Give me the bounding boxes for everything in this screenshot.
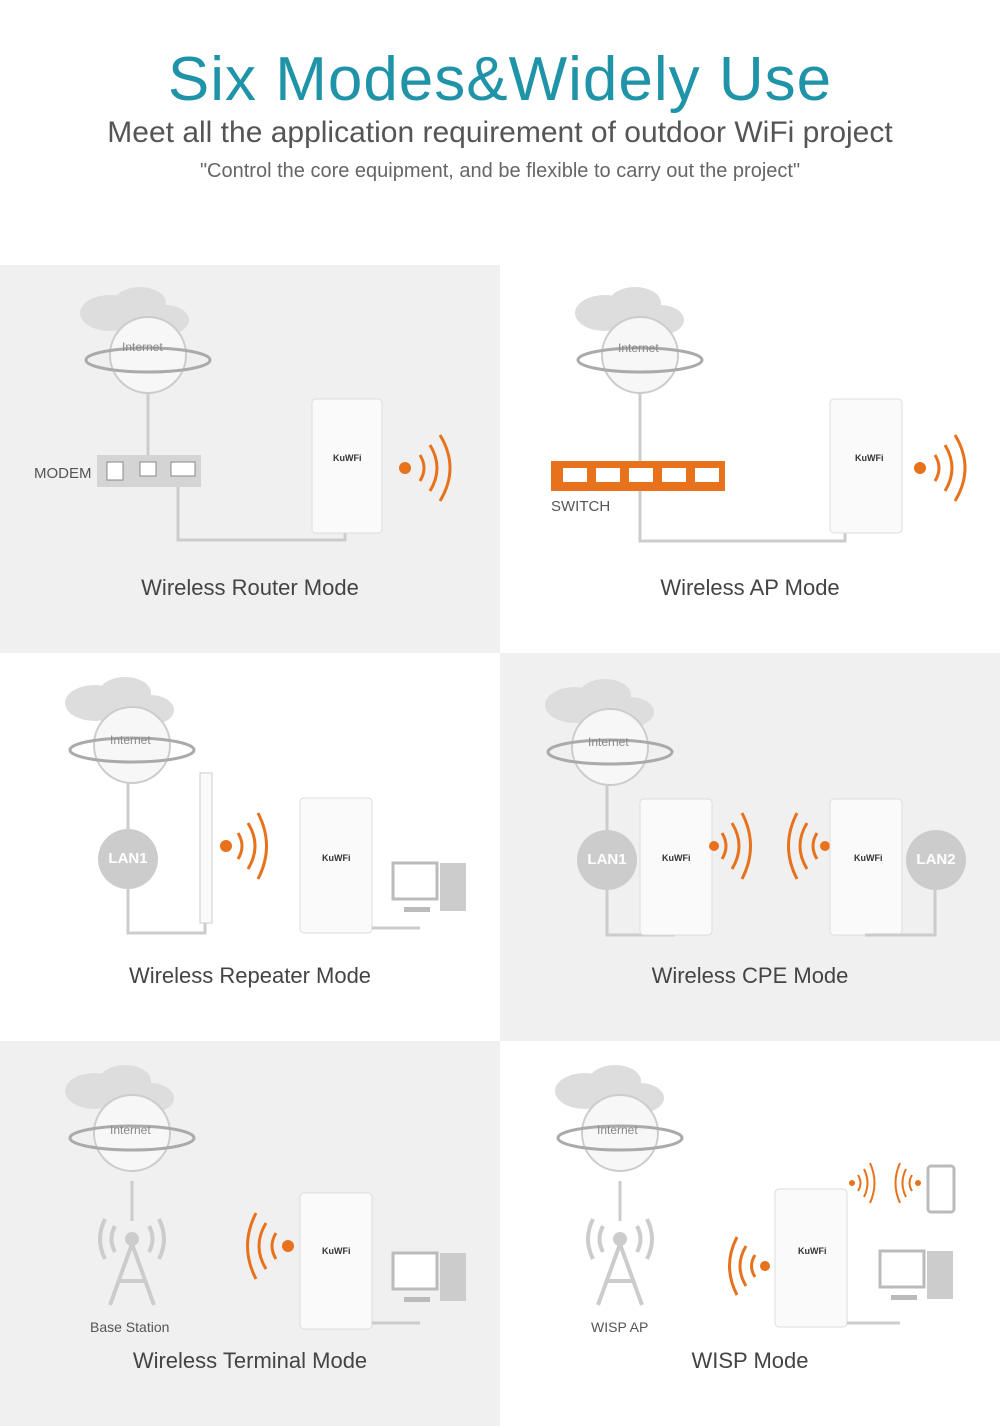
internet-label: Internet [110,733,151,747]
cpe-device-icon [299,797,373,934]
cpe-device-icon [311,398,383,534]
repeater-mode-caption: Wireless Repeater Mode [128,963,372,988]
internet-label: Internet [618,341,659,355]
wisp-ap-icon [586,1218,654,1306]
cpe-diagram [545,679,966,937]
computer-icon [878,1249,953,1300]
brand-label: KuWFi [855,453,884,463]
page-subtitle: Meet all the application requirement of … [107,116,893,149]
cpe-mode-caption: Wireless CPE Mode [651,963,849,988]
cpe-device-icon [829,398,903,534]
lan1-label: LAN1 [108,850,148,867]
page-title: Six Modes&Widely Use [167,45,833,114]
panel-wisp-mode: Internet WISP AP KuWFi WISP Mode [500,1041,1000,1426]
brand-label: KuWFi [322,1246,351,1256]
repeater-diagram [65,677,466,935]
globe-icon [581,1094,659,1172]
brand-label: KuWFi [798,1246,827,1256]
base-station-icon [98,1218,166,1306]
brand-label: KuWFi [662,853,691,863]
computer-icon [391,861,466,912]
globe-icon [93,1094,171,1172]
modem-label: MODEM [34,465,92,482]
computer-icon [391,1251,466,1302]
base-station-label: Base Station [90,1319,170,1335]
internet-label: Internet [110,1123,151,1137]
panel-repeater-mode: Internet LAN1 KuWFi Wireless Repeater Mo… [0,653,500,1041]
globe-icon [601,316,679,394]
phone-icon [926,1164,956,1214]
internet-label: Internet [588,735,629,749]
lan1-node [577,830,637,890]
cpe-device-icon [299,1192,373,1330]
panel-terminal-mode: Internet Base Station KuWFi Wireless Ter… [0,1041,500,1426]
cloud-icon [555,1065,664,1113]
router-mode-caption: Wireless Router Mode [141,575,359,600]
wisp-ap-label: WISP AP [591,1319,649,1335]
terminal-diagram [65,1065,466,1330]
globe-icon [109,316,187,394]
cpe-device-right-icon [829,798,903,936]
brand-label: KuWFi [333,453,362,463]
brand-label: KuWFi [322,853,351,863]
internet-label: Internet [122,340,163,354]
globe-icon [571,708,649,786]
lan2-label: LAN2 [916,851,956,868]
cpe-device-left-icon [639,798,713,936]
wisp-diagram [555,1065,956,1328]
wisp-mode-caption: WISP Mode [691,1348,809,1373]
ap-mode-caption: Wireless AP Mode [660,575,840,600]
brand-label: KuWFi [854,853,883,863]
internet-label: Internet [597,1123,638,1137]
cloud-icon [65,677,174,725]
panel-cpe-mode: Internet LAN1 LAN2 KuWFi KuWFi Wireless … [500,653,1000,1041]
switch-label: SWITCH [551,498,611,515]
cpe-device-icon [774,1188,848,1328]
router-diagram [80,287,452,542]
panel-ap-mode: Internet SWITCH KuWFi Wireless AP Mode [500,265,1000,653]
terminal-mode-caption: Wireless Terminal Mode [132,1348,368,1373]
lan1-node [98,829,158,889]
antenna-panel-icon [199,772,213,924]
panel-router-mode: Internet MODEM KuWFi Wireless Router Mod… [0,265,500,653]
lan2-node [906,830,966,890]
globe-icon [93,706,171,784]
ap-diagram [551,287,967,543]
page-quote: "Control the core equipment, and be flex… [199,160,801,182]
lan1-label: LAN1 [587,851,627,868]
